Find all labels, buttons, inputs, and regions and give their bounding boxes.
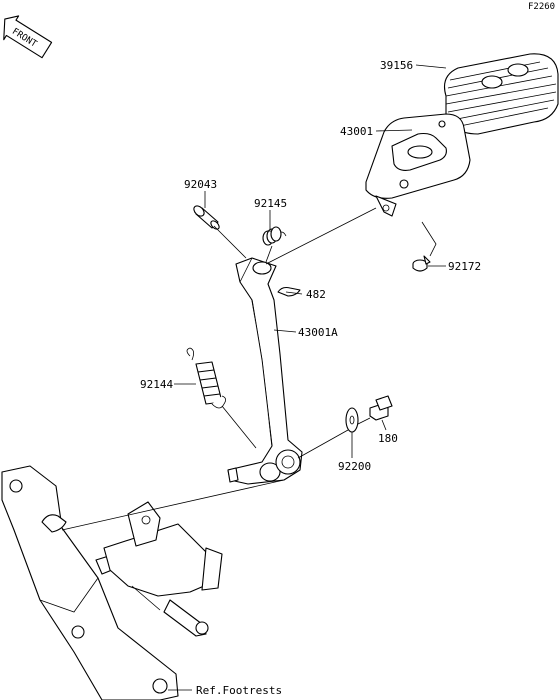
cotter-clip xyxy=(277,286,301,297)
label-92144: 92144 xyxy=(140,378,173,391)
leader-lines xyxy=(61,64,447,691)
bolt xyxy=(369,395,393,421)
label-180: 180 xyxy=(378,432,398,445)
label-92172: 92172 xyxy=(448,260,481,273)
label-43001A: 43001A xyxy=(298,326,338,339)
label-92043: 92043 xyxy=(184,178,217,191)
label-39156: 39156 xyxy=(380,59,413,72)
front-arrow-icon: FRONT xyxy=(3,15,53,59)
return-spring-large xyxy=(186,347,226,409)
washer xyxy=(345,407,359,433)
label-92145: 92145 xyxy=(254,197,287,210)
return-spring-small xyxy=(262,226,287,246)
diagram-code: F2260 xyxy=(528,2,555,12)
pedal-rubber-pad xyxy=(443,53,559,135)
pin xyxy=(193,205,220,230)
label-43001: 43001 xyxy=(340,125,373,138)
screw xyxy=(412,255,431,272)
label-ref-footrests: Ref.Footrests xyxy=(196,684,282,697)
label-482: 482 xyxy=(306,288,326,301)
pedal-plate xyxy=(365,113,471,217)
label-92200: 92200 xyxy=(338,460,371,473)
